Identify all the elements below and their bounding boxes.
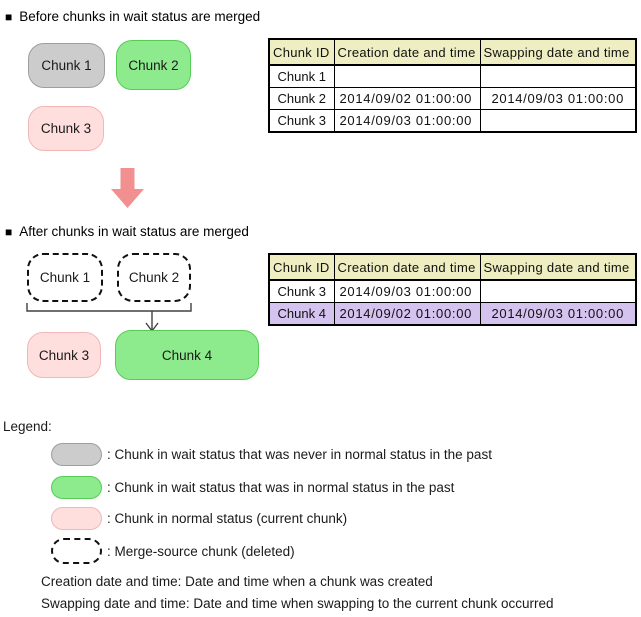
header-cell-chunk-id: Chunk ID bbox=[268, 38, 335, 66]
table-row: Chunk 3 2014/09/03 01:00:00 bbox=[268, 279, 637, 303]
table-row: Chunk 2 2014/09/02 01:00:00 2014/09/03 0… bbox=[268, 87, 637, 110]
legend-swatch-wait-past bbox=[51, 476, 102, 499]
after-table: Chunk ID Creation date and time Swapping… bbox=[268, 253, 637, 326]
chunk-label: Chunk 3 bbox=[40, 121, 92, 136]
chunk-label: Chunk 3 bbox=[38, 347, 90, 363]
chunk-label: Chunk 4 bbox=[161, 347, 213, 363]
legend-item-normal: : Chunk in normal status (current chunk) bbox=[51, 507, 347, 530]
after-merge-source-chunk-2-box: Chunk 2 bbox=[117, 253, 191, 302]
legend-item-text: : Chunk in normal status (current chunk) bbox=[107, 511, 348, 526]
legend-item-text: : Chunk in wait status that was in norma… bbox=[107, 480, 455, 495]
before-table: Chunk ID Creation date and time Swapping… bbox=[268, 38, 637, 133]
before-chunk-2-box: Chunk 2 bbox=[116, 40, 191, 90]
cell-chunk-id: Chunk 4 bbox=[268, 302, 335, 326]
header-cell-chunk-id: Chunk ID bbox=[268, 253, 335, 281]
cell-creation: 2014/09/02 01:00:00 bbox=[333, 302, 481, 326]
legend-item-wait-past: : Chunk in wait status that was in norma… bbox=[51, 476, 454, 499]
legend-item-merge-source: : Merge-source chunk (deleted) bbox=[51, 538, 295, 564]
square-bullet-icon: ■ bbox=[5, 224, 13, 239]
cell-creation bbox=[333, 64, 481, 88]
header-cell-creation: Creation date and time bbox=[333, 38, 481, 66]
cell-swapping bbox=[479, 64, 637, 88]
cell-chunk-id: Chunk 3 bbox=[268, 109, 335, 133]
chunk-label: Chunk 1 bbox=[41, 58, 92, 73]
chunk-label: Chunk 2 bbox=[128, 270, 180, 285]
cell-chunk-id: Chunk 2 bbox=[268, 87, 335, 110]
header-cell-creation: Creation date and time bbox=[333, 253, 481, 281]
after-chunk-4-box: Chunk 4 bbox=[115, 330, 259, 380]
before-chunk-3-box: Chunk 3 bbox=[28, 106, 104, 151]
cell-swapping: 2014/09/03 01:00:00 bbox=[479, 87, 637, 110]
cell-swapping: 2014/09/03 01:00:00 bbox=[479, 302, 637, 326]
after-merge-source-chunk-1-box: Chunk 1 bbox=[27, 253, 103, 302]
table-row: Chunk 3 2014/09/03 01:00:00 bbox=[268, 109, 637, 133]
after-section-title: ■ After chunks in wait status are merged bbox=[5, 224, 249, 239]
chunk-label: Chunk 1 bbox=[39, 270, 91, 285]
header-cell-swapping: Swapping date and time bbox=[479, 38, 637, 66]
cell-chunk-id: Chunk 1 bbox=[268, 64, 335, 88]
before-section-title: ■ Before chunks in wait status are merge… bbox=[5, 9, 260, 24]
after-chunk-3-box: Chunk 3 bbox=[27, 332, 101, 378]
before-chunk-1-box: Chunk 1 bbox=[28, 43, 105, 88]
cell-creation: 2014/09/03 01:00:00 bbox=[333, 279, 481, 303]
cell-chunk-id: Chunk 3 bbox=[268, 279, 335, 303]
table-row-merged-chunk: Chunk 4 2014/09/02 01:00:00 2014/09/03 0… bbox=[268, 302, 637, 326]
chunk-label: Chunk 2 bbox=[128, 57, 179, 73]
table-row: Chunk 1 bbox=[268, 64, 637, 88]
legend-swatch-wait-never bbox=[51, 443, 102, 466]
legend-note-swapping: Swapping date and time: Date and time wh… bbox=[41, 596, 554, 611]
cell-creation: 2014/09/03 01:00:00 bbox=[333, 109, 481, 133]
table-header-row: Chunk ID Creation date and time Swapping… bbox=[268, 253, 637, 281]
header-cell-swapping: Swapping date and time bbox=[479, 253, 637, 281]
legend-item-text: : Chunk in wait status that was never in… bbox=[107, 447, 492, 462]
cell-swapping bbox=[479, 279, 637, 303]
legend-swatch-merge-source bbox=[51, 538, 102, 564]
square-bullet-icon: ■ bbox=[5, 9, 13, 24]
cell-creation: 2014/09/02 01:00:00 bbox=[333, 87, 481, 110]
table-header-row: Chunk ID Creation date and time Swapping… bbox=[268, 38, 637, 66]
legend-note-creation: Creation date and time: Date and time wh… bbox=[41, 574, 433, 589]
cell-swapping bbox=[479, 109, 637, 133]
legend-item-wait-never: : Chunk in wait status that was never in… bbox=[51, 443, 492, 466]
before-section-title-text: Before chunks in wait status are merged bbox=[19, 9, 261, 24]
merge-down-arrow-icon bbox=[111, 168, 144, 208]
legend-title: Legend: bbox=[3, 419, 52, 434]
after-section-title-text: After chunks in wait status are merged bbox=[19, 224, 249, 239]
legend-swatch-normal bbox=[51, 507, 102, 530]
legend-item-text: : Merge-source chunk (deleted) bbox=[107, 543, 295, 559]
